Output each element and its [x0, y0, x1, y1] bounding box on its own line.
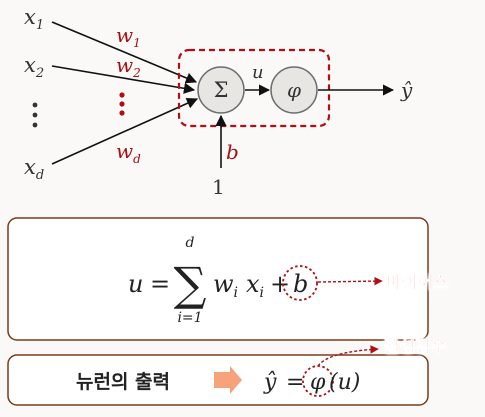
- sum-node-symbol: Σ: [214, 78, 229, 102]
- output-arg: (u): [329, 370, 360, 395]
- weight-w2: w2: [116, 53, 141, 80]
- formula-term-w: wi: [213, 270, 238, 301]
- formula-term-x: xi: [246, 270, 264, 301]
- u-label: u: [252, 62, 264, 83]
- formula-box: [7, 217, 429, 341]
- bias-callout-arrow: [317, 276, 383, 286]
- output-equals: =: [286, 370, 304, 395]
- input-x2: x2: [24, 53, 44, 81]
- weight-wd: wd: [116, 139, 141, 166]
- formula-plus: +: [270, 270, 290, 298]
- activation-callout-arrow: [317, 345, 379, 367]
- formula-sum-bottom: i=1: [177, 310, 202, 326]
- output-box-label: 뉴런의 출력: [76, 371, 170, 393]
- formula-sum-symbol: ∑: [174, 257, 207, 311]
- activation-node: [270, 66, 318, 114]
- output-func: φ: [310, 370, 326, 395]
- weight-ellipsis: [119, 92, 125, 116]
- bias-callout: 바이어스: [386, 273, 449, 293]
- formula-sum-top: d: [186, 235, 195, 251]
- formula-bias: b: [293, 270, 308, 298]
- input-arrow-2: [51, 65, 196, 94]
- sum-node: [197, 66, 245, 114]
- input-arrow-d: [51, 98, 199, 165]
- weight-w1: w1: [116, 23, 141, 50]
- output-box-arrow: [214, 366, 242, 394]
- input-arrow-1: [51, 21, 198, 84]
- formula-equals: =: [150, 270, 170, 298]
- bias-input-label: 1: [212, 175, 225, 199]
- bias-label: b: [226, 140, 239, 164]
- activation-callout: 활성함수: [384, 336, 447, 357]
- formula-lhs: u: [128, 270, 143, 298]
- neuron-boundary: [177, 48, 331, 128]
- bias-highlight-circle: [282, 265, 318, 301]
- input-ellipsis: [32, 102, 38, 128]
- input-x1: x1: [24, 5, 44, 33]
- input-xd: xd: [24, 155, 44, 183]
- output-label: ŷ: [400, 78, 413, 102]
- activation-node-symbol: φ: [287, 78, 301, 102]
- output-yhat: ŷ: [263, 370, 277, 395]
